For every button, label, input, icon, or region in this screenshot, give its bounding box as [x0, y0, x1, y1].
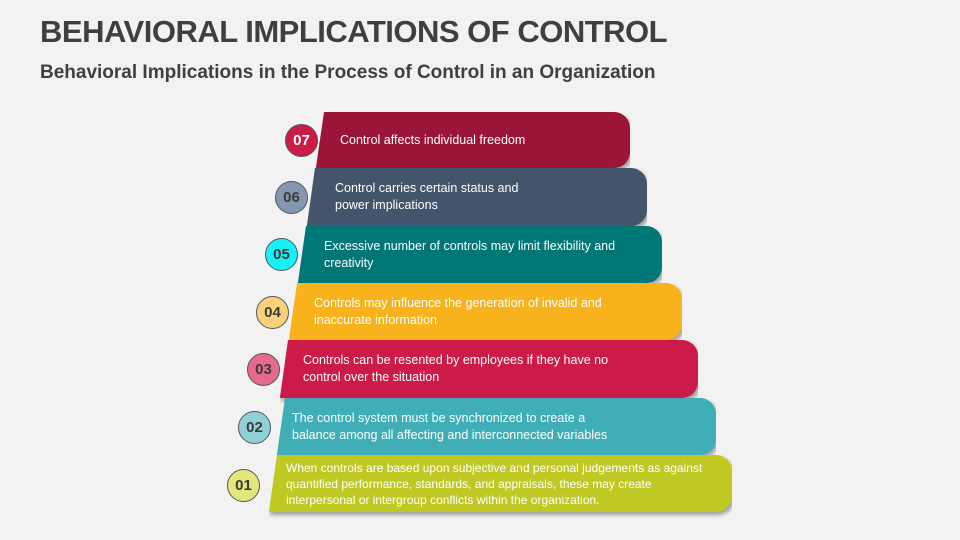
step-text: Controls may influence the generation of…: [314, 295, 602, 327]
step-text: Control carries certain status and power…: [335, 181, 519, 212]
step-number-badge: 04: [256, 296, 289, 329]
step-bar: Controls may influence the generation of…: [288, 283, 682, 340]
step-bar: When controls are based upon subjective …: [268, 455, 732, 512]
step-text: Control affects individual freedom: [340, 132, 526, 147]
step-bar: Controls can be resented by employees if…: [279, 340, 698, 398]
step-number: 05: [273, 246, 290, 263]
step-number-badge: 06: [275, 181, 308, 214]
step-text: The control system must be synchronized …: [292, 410, 608, 442]
step-bar: Excessive number of controls may limit f…: [297, 226, 662, 283]
step-number: 06: [283, 189, 300, 206]
step-number: 04: [264, 304, 281, 321]
step-number: 02: [246, 419, 263, 436]
step-number-badge: 03: [247, 353, 280, 386]
step-number-badge: 05: [265, 238, 298, 271]
step-bar: Control carries certain status and power…: [306, 168, 647, 226]
step-bar: The control system must be synchronized …: [276, 398, 716, 455]
step-number: 07: [293, 132, 310, 149]
step-text: Controls can be resented by employees if…: [303, 353, 609, 384]
page-subtitle: Behavioral Implications in the Process o…: [40, 62, 656, 83]
step-text: When controls are based upon subjective …: [286, 460, 703, 507]
step-number-badge: 01: [227, 469, 260, 502]
step-number: 03: [255, 361, 272, 378]
page-title: BEHAVIORAL IMPLICATIONS OF CONTROL: [40, 14, 668, 49]
step-number-badge: 02: [238, 411, 271, 444]
step-number-badge: 07: [285, 124, 318, 157]
step-text: Excessive number of controls may limit f…: [324, 238, 616, 270]
step-bar: Control affects individual freedom: [315, 112, 630, 168]
step-number: 01: [235, 477, 252, 494]
